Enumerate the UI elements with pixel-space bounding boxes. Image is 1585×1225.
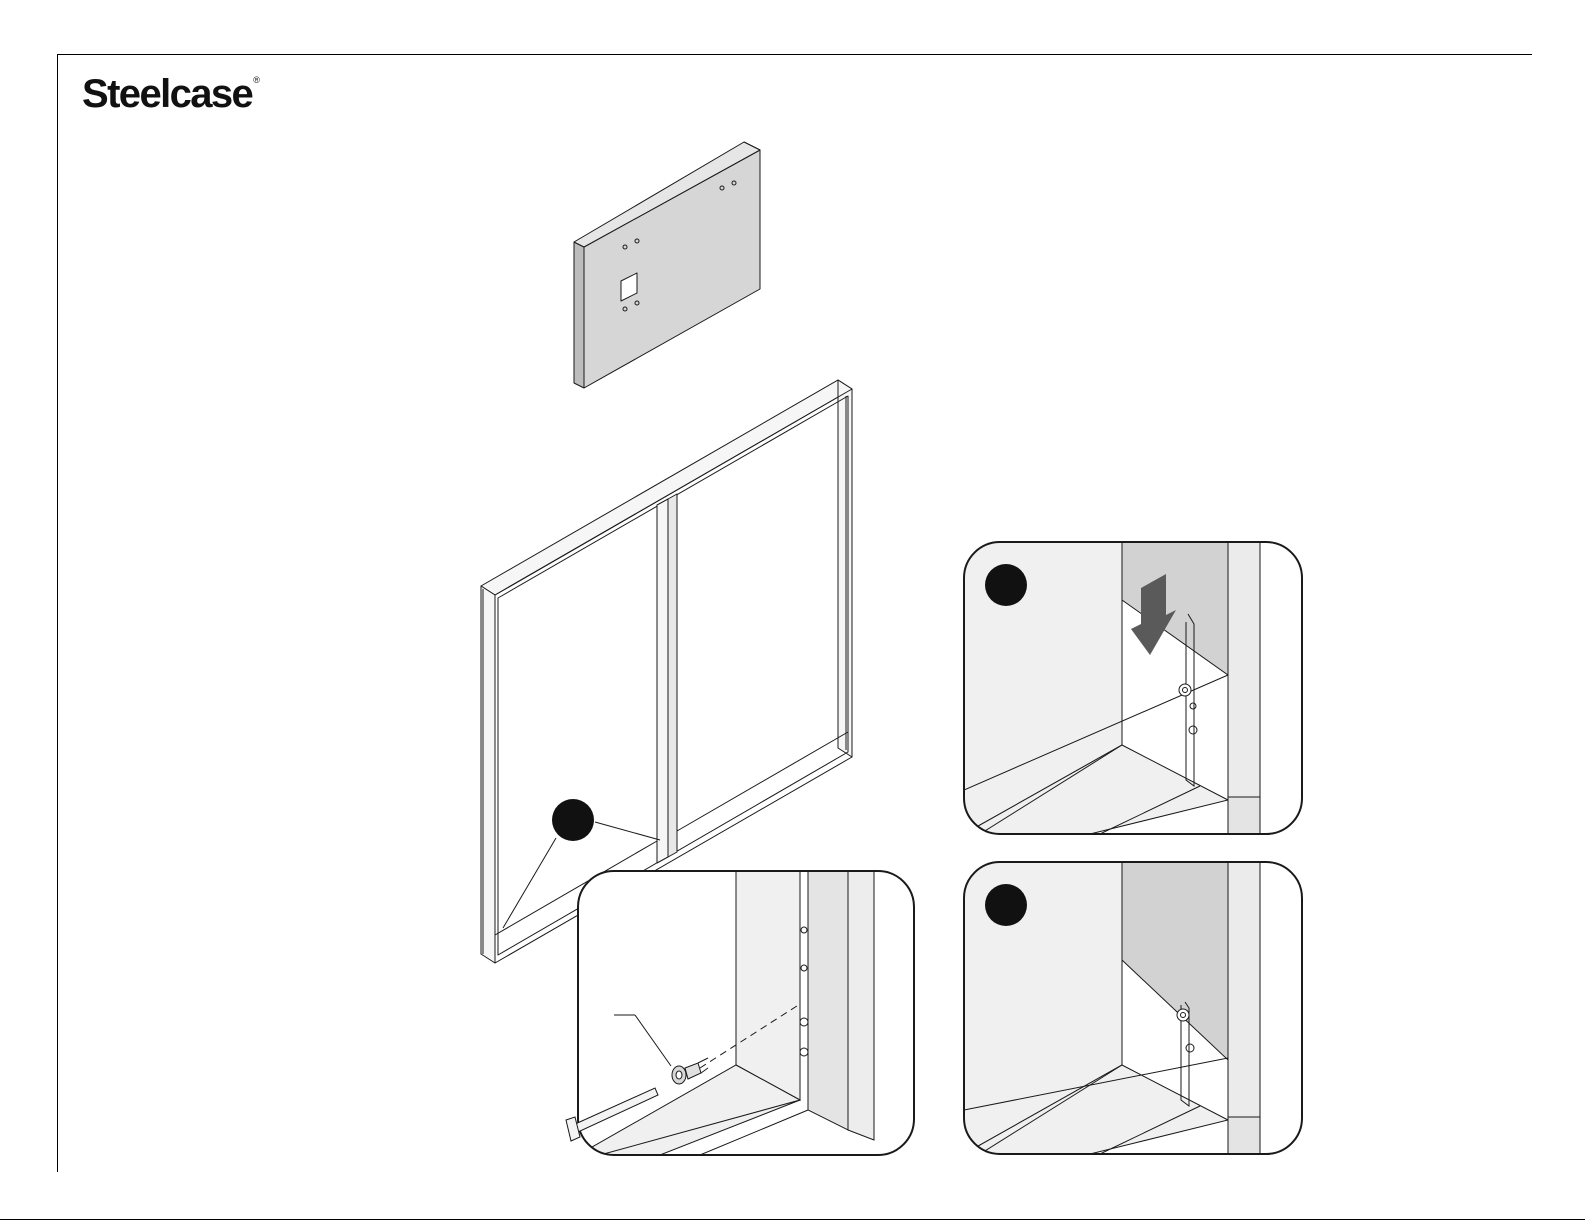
panel-bracket [574,142,760,388]
callout-hook-seated [964,862,1302,1154]
step-badge-2 [985,564,1027,606]
callout-hook-insert [964,542,1302,834]
step-badge-3 [985,884,1027,926]
callout-bolt-install [566,871,914,1155]
